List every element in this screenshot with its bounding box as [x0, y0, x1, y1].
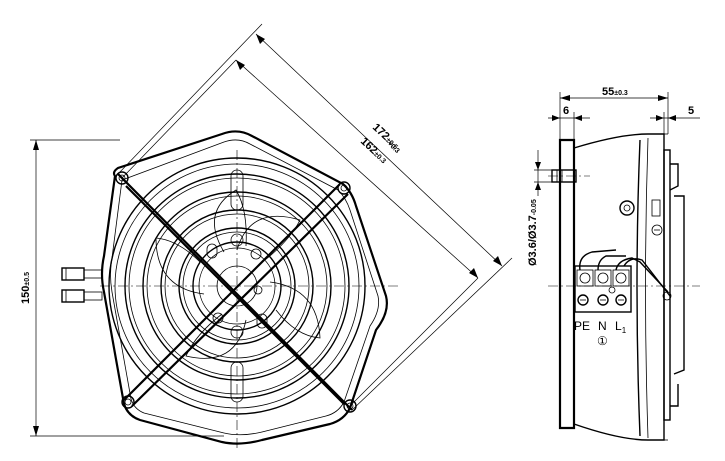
- dimension-hole-diameter: [534, 150, 552, 196]
- dimension-right-offset: [650, 112, 700, 134]
- mounting-holes: [115, 171, 357, 413]
- side-bracket: [669, 163, 679, 407]
- terminal-l-letter: L: [615, 319, 622, 333]
- terminal-label-n: N: [598, 319, 607, 333]
- dim-height-tol: ±0.5: [24, 272, 31, 286]
- terminal-label-l: L1: [615, 319, 627, 335]
- dim-depth-value: 55: [602, 86, 614, 98]
- side-mount-boss: [619, 200, 635, 216]
- dimension-height-label: 150±0.5: [20, 272, 32, 304]
- dim-diag-inner-tol: ±0.3: [372, 151, 387, 165]
- fan-blades: [155, 189, 321, 359]
- terminal-l-subscript: 1: [622, 326, 627, 335]
- side-view: PE N L1 ① 55±0.3 6 5: [527, 86, 700, 441]
- dimension-depth: [559, 92, 669, 140]
- dim-hole-tol: -0.05: [531, 199, 538, 215]
- lead-wires: [579, 249, 672, 301]
- side-ring-inner: [645, 137, 649, 439]
- terminal-label-pe: PE: [574, 319, 590, 333]
- dim-hole-value: Ø3.6/Ø3.7: [527, 215, 539, 266]
- side-flange: [663, 149, 671, 421]
- terminal-block: [574, 265, 632, 313]
- side-ground-symbol: [651, 224, 663, 236]
- side-housing-outline: [558, 138, 576, 430]
- dimension-hole-tol-label: +0.3: [386, 140, 401, 155]
- dimension-depth-label: 55±0.3: [602, 86, 628, 98]
- dimension-left-offset-label: 6: [563, 105, 569, 117]
- dim-depth-tol: ±0.3: [614, 90, 628, 97]
- dimension-hole-diameter-label: Ø3.6/Ø3.7-0.05: [527, 199, 539, 266]
- dim-height-value: 150: [20, 286, 32, 304]
- dimension-height: [30, 139, 224, 437]
- cable-glands: [61, 267, 103, 303]
- terminal-note: ①: [597, 334, 608, 348]
- side-housing-body: [573, 133, 665, 441]
- dimension-right-offset-label: 5: [688, 105, 694, 117]
- dimension-diagonal: [117, 23, 513, 411]
- front-view: 150±0.5 172±0.5 +0.3 162±0.3: [20, 23, 513, 450]
- guard-cross-bars: [117, 173, 353, 411]
- side-ring: [636, 139, 641, 437]
- dimension-left-offset: [548, 112, 590, 140]
